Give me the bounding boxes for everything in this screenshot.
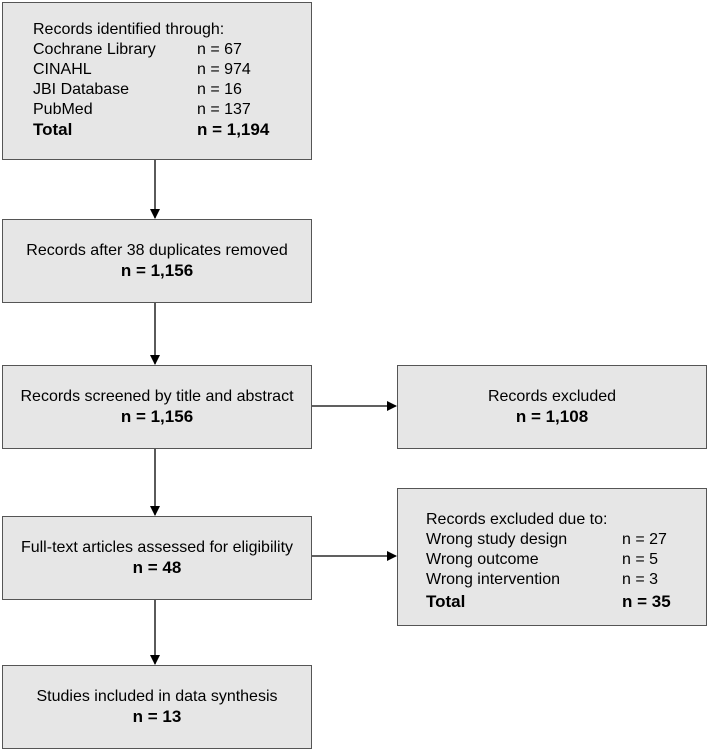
- identification-heading: Records identified through:: [33, 21, 225, 38]
- identification-box: Records identified through: Cochrane Lib…: [2, 2, 312, 160]
- source-name: JBI Database: [33, 81, 130, 98]
- included-text: Studies included in data synthesis: [36, 688, 278, 705]
- reasons-total-label: Total: [426, 592, 466, 611]
- duplicates-text: Records after 38 duplicates removed: [26, 242, 288, 259]
- screened-box: Records screened by title and abstract n…: [2, 365, 312, 449]
- source-count: n = 16: [197, 81, 242, 98]
- reason-name: Wrong outcome: [426, 551, 539, 568]
- source-row: CINAHL n = 974: [33, 60, 311, 80]
- excluded-text: Records excluded: [487, 388, 617, 405]
- source-name: CINAHL: [33, 61, 92, 78]
- reason-name: Wrong intervention: [426, 571, 560, 588]
- total-label: Total: [33, 120, 73, 139]
- reasons-total-count: n = 35: [622, 592, 671, 611]
- reason-row: Wrong outcome n = 5: [426, 550, 706, 570]
- source-count: n = 67: [197, 41, 242, 58]
- total-count: n = 1,194: [197, 120, 270, 139]
- excluded-box: Records excluded n = 1,108: [397, 365, 707, 449]
- included-count: n = 13: [132, 707, 182, 726]
- fulltext-text: Full-text articles assessed for eligibil…: [20, 539, 294, 556]
- excluded-count: n = 1,108: [515, 407, 589, 426]
- included-box: Studies included in data synthesis n = 1…: [2, 665, 312, 749]
- duplicates-box: Records after 38 duplicates removed n = …: [2, 219, 312, 303]
- excluded-reasons-box: Records excluded due to: Wrong study des…: [397, 488, 707, 626]
- reason-row: Wrong study design n = 27: [426, 530, 706, 550]
- duplicates-count: n = 1,156: [120, 261, 194, 280]
- source-row: JBI Database n = 16: [33, 80, 311, 100]
- source-count: n = 137: [197, 101, 251, 118]
- reason-count: n = 5: [622, 551, 659, 568]
- excluded-reasons-heading: Records excluded due to:: [426, 511, 608, 528]
- fulltext-count: n = 48: [132, 558, 182, 577]
- reason-count: n = 27: [622, 531, 667, 548]
- reason-row: Wrong intervention n = 3: [426, 570, 706, 590]
- source-name: PubMed: [33, 101, 93, 118]
- reason-count: n = 3: [622, 571, 659, 588]
- reasons-total-row: Total n = 35: [426, 592, 706, 612]
- source-name: Cochrane Library: [33, 41, 156, 58]
- source-count: n = 974: [197, 61, 251, 78]
- fulltext-box: Full-text articles assessed for eligibil…: [2, 516, 312, 600]
- reason-name: Wrong study design: [426, 531, 568, 548]
- screened-count: n = 1,156: [120, 407, 194, 426]
- source-row: PubMed n = 137: [33, 100, 311, 120]
- total-row: Total n = 1,194: [33, 120, 311, 140]
- source-row: Cochrane Library n = 67: [33, 40, 311, 60]
- screened-text: Records screened by title and abstract: [20, 388, 294, 405]
